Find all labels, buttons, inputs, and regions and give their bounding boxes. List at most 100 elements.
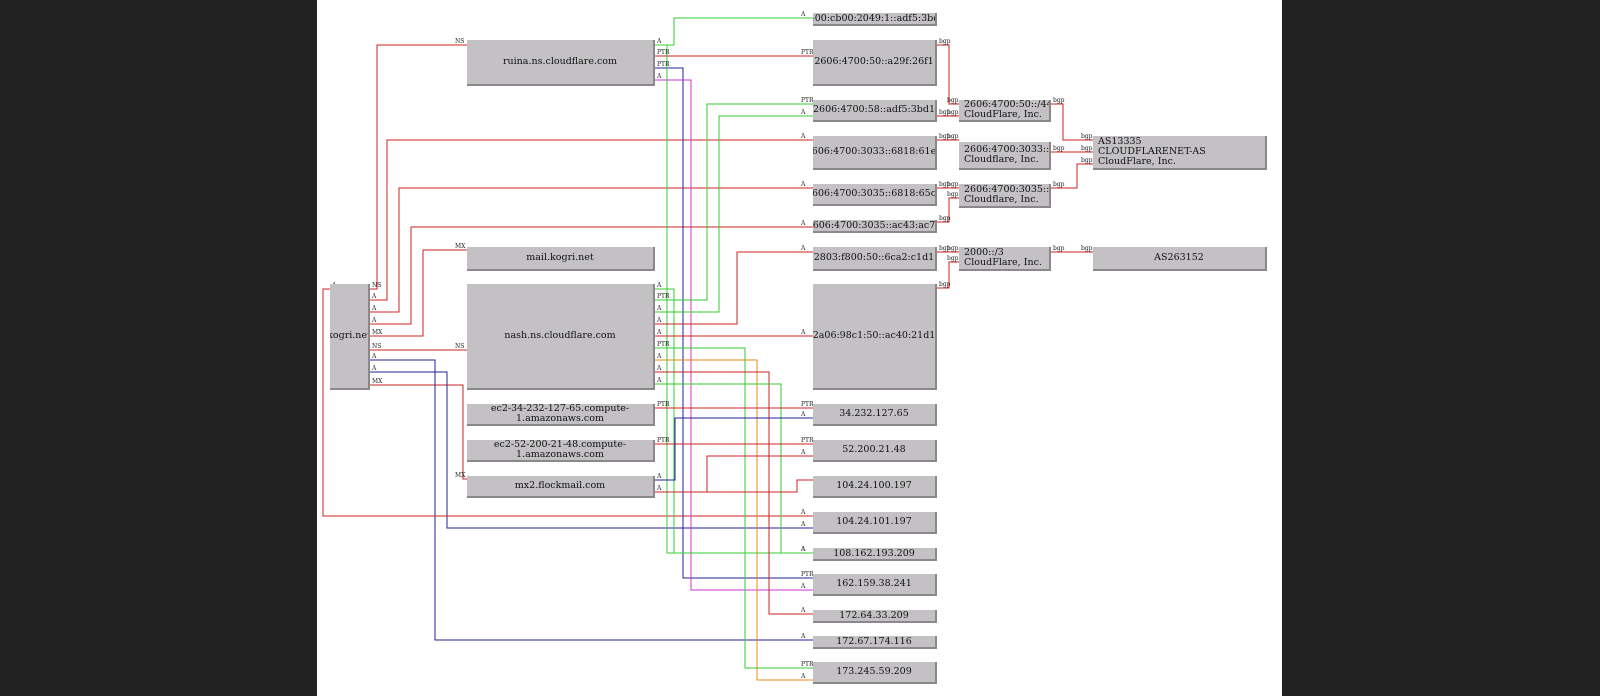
edge-35: [937, 261, 959, 289]
node-ec2a[interactable]: ec2-34-232-127-65.compute-1.amazonaws.co…: [467, 404, 655, 426]
edge-label: A: [371, 365, 377, 372]
edge-1: [370, 249, 467, 337]
node-pfx44[interactable]: 2606:4700:50::/44 CloudFlare, Inc.: [959, 100, 1051, 122]
edge-label: A: [800, 220, 806, 227]
edge-label: A: [800, 633, 806, 640]
edge-10: [655, 17, 813, 46]
edge-label: A: [371, 317, 377, 324]
node-v4a[interactable]: 34.232.127.65: [813, 404, 937, 426]
edge-label: PTR: [657, 49, 670, 56]
edge-label: A: [800, 411, 806, 418]
node-as263152[interactable]: AS263152: [1093, 247, 1267, 271]
edge-label: PTR: [657, 437, 670, 444]
edge-label: bgp: [1053, 245, 1065, 252]
edge-label: bgp: [939, 215, 951, 222]
edge-label: PTR: [657, 293, 670, 300]
node-ip2803[interactable]: 2803:f800:50::6ca2:c1d1: [813, 247, 937, 271]
edge-label: A: [656, 377, 662, 384]
edge-20: [655, 347, 813, 669]
edge-label: A: [800, 607, 806, 614]
edge-label: bgp: [939, 133, 951, 140]
edge-label: bgp: [947, 255, 959, 262]
node-v4h[interactable]: 172.67.174.116: [813, 636, 937, 649]
edge-label: A: [800, 521, 806, 528]
edge-label: MX: [455, 243, 466, 250]
edge-label: bgp: [1053, 97, 1065, 104]
edge-label: A: [656, 365, 662, 372]
edge-label: A: [800, 133, 806, 140]
edge-label: bgp: [939, 181, 951, 188]
node-v4d[interactable]: 104.24.101.197: [813, 512, 937, 534]
edge-label: bgp: [1081, 157, 1093, 164]
edge-23: [655, 383, 813, 554]
edge-label: bgp: [947, 191, 959, 198]
edge-4: [370, 139, 813, 301]
node-v4f[interactable]: 162.159.38.241: [813, 574, 937, 596]
edge-label: MX: [372, 378, 383, 385]
edge-label: A: [656, 317, 662, 324]
edge-18: [655, 251, 813, 325]
node-pfx2000[interactable]: 2000::/3 CloudFlare, Inc.: [959, 247, 1051, 271]
edge-label: bgp: [1081, 145, 1093, 152]
node-v4i[interactable]: 173.245.59.209: [813, 662, 937, 684]
edge-38: [1051, 163, 1093, 189]
edge-9: [322, 288, 813, 517]
node-ipac74[interactable]: 2606:4700:3035::ac43:ac74: [813, 220, 937, 233]
edge-label: A: [800, 546, 806, 553]
node-mail[interactable]: mail.kogri.net: [467, 247, 655, 271]
edge-17: [655, 115, 813, 313]
edge-label: MX: [372, 329, 383, 336]
edge-label: PTR: [801, 49, 814, 56]
node-v4b[interactable]: 52.200.21.48: [813, 440, 937, 462]
edge-label: PTR: [657, 401, 670, 408]
edge-label: NS: [372, 343, 381, 350]
edge-label: A: [800, 509, 806, 516]
edge-label: bgp: [947, 245, 959, 252]
edge-label: PTR: [801, 571, 814, 578]
node-v4e[interactable]: 108.162.193.209: [813, 548, 937, 561]
node-kogri[interactable]: kogri.net: [330, 284, 370, 390]
edge-label: bgp: [1053, 145, 1065, 152]
edge-33: [937, 197, 959, 223]
node-ec2b[interactable]: ec2-52-200-21-48.compute-1.amazonaws.com: [467, 440, 655, 462]
edge-27: [655, 455, 813, 493]
edge-label: PTR: [657, 341, 670, 348]
node-ip2400[interactable]: 2400:cb00:2049:1::adf5:3bd1: [813, 13, 937, 26]
edge-label: bgp: [939, 245, 951, 252]
edge-label: A: [800, 673, 806, 680]
node-v4g[interactable]: 172.64.33.209: [813, 610, 937, 623]
edge-label: bgp: [947, 133, 959, 140]
edge-label: A: [656, 305, 662, 312]
node-ip3bd1[interactable]: 2606:4700:58::adf5:3bd1: [813, 100, 937, 122]
node-v4c[interactable]: 104.24.100.197: [813, 476, 937, 498]
edge-label: PTR: [801, 437, 814, 444]
node-pfx3033[interactable]: 2606:4700:3033::/48 Cloudflare, Inc.: [959, 142, 1051, 170]
edge-label: bgp: [939, 38, 951, 45]
node-ip26f1[interactable]: 2606:4700:50::a29f:26f1: [813, 40, 937, 86]
node-mx2[interactable]: mx2.flockmail.com: [467, 476, 655, 498]
node-ip65c5[interactable]: 2606:4700:3035::6818:65c5: [813, 184, 937, 206]
edge-label: A: [800, 329, 806, 336]
edge-label: A: [656, 329, 662, 336]
edge-16: [655, 103, 813, 301]
edge-label: A: [656, 353, 662, 360]
edge-12: [655, 67, 813, 579]
edge-label: bgp: [947, 97, 959, 104]
edge-26: [655, 417, 813, 481]
edge-label: A: [800, 109, 806, 116]
node-ruina[interactable]: ruina.ns.cloudflare.com: [467, 40, 655, 86]
edge-label: PTR: [801, 661, 814, 668]
node-ip2a06[interactable]: 2a06:98c1:50::ac40:21d1: [813, 284, 937, 390]
edge-label: PTR: [801, 401, 814, 408]
edge-29: [937, 44, 959, 105]
node-ip61e5[interactable]: 2606:4700:3033::6818:61e5: [813, 136, 937, 170]
edge-label: bgp: [939, 109, 951, 116]
edge-label: A: [800, 546, 806, 553]
edge-label: NS: [455, 38, 464, 45]
node-nash[interactable]: nash.ns.cloudflare.com: [467, 284, 655, 390]
edge-label: A: [656, 73, 662, 80]
edge-label: A: [656, 485, 662, 492]
node-as13335[interactable]: AS13335 CLOUDFLARENET-AS CloudFlare, Inc…: [1093, 136, 1267, 170]
edge-label: PTR: [657, 61, 670, 68]
node-pfx3035[interactable]: 2606:4700:3035::/48 Cloudflare, Inc.: [959, 184, 1051, 208]
